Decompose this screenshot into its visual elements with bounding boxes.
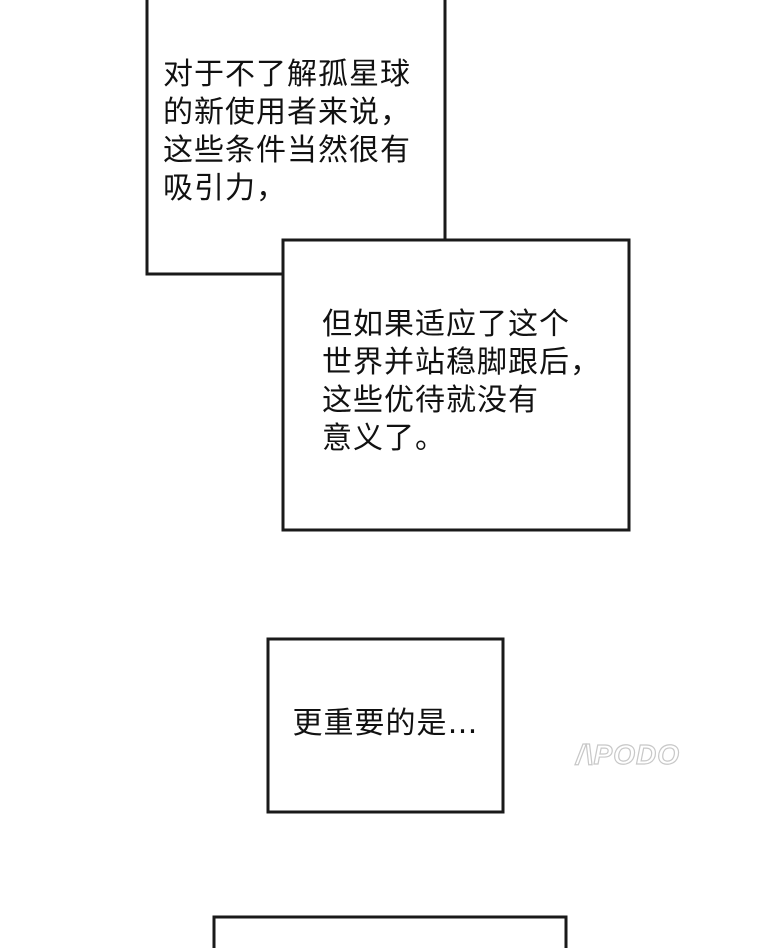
caption-box-2 (281, 238, 631, 532)
narration-caption-3: 更重要的是… (268, 705, 503, 743)
caption-line: 更重要的是… (292, 706, 479, 741)
caption-box-3 (266, 637, 505, 814)
caption-line: 但如果适应了这个 (322, 307, 570, 342)
caption-line: 吸引力， (163, 171, 287, 206)
narration-caption-2: 但如果适应了这个 世界并站稳脚跟后， 这些优待就没有 意义了。 (322, 306, 601, 458)
watermark-logo: /\PODO (575, 738, 681, 770)
caption-box-4 (212, 915, 568, 948)
caption-line: 对于不了解孤星球 (163, 57, 411, 92)
caption-line: 这些优待就没有 (322, 383, 539, 418)
narration-caption-1: 对于不了解孤星球 的新使用者来说， 这些条件当然很有 吸引力， (163, 56, 411, 208)
caption-line: 世界并站稳脚跟后， (322, 345, 601, 380)
caption-line: 的新使用者来说， (163, 95, 411, 130)
caption-line: 意义了。 (322, 421, 446, 456)
caption-line: 这些条件当然很有 (163, 133, 411, 168)
